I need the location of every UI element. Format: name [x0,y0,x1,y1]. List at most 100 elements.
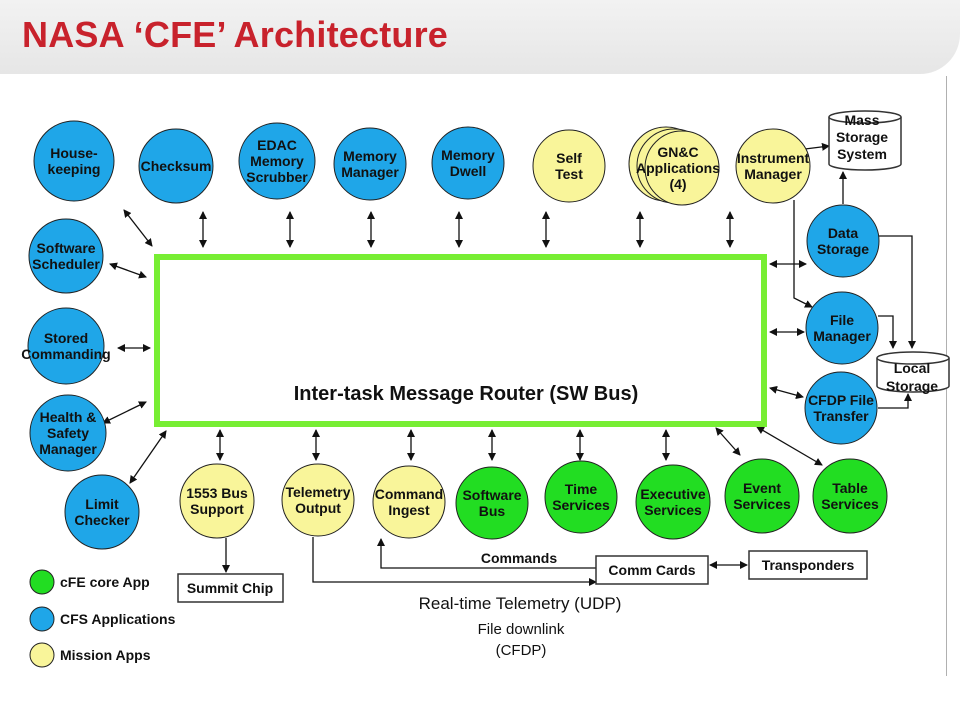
node-label: Event [743,480,781,496]
node-label: Scheduler [32,256,100,272]
connector-path [377,538,596,569]
node-label: EDAC [257,137,297,153]
node-label: Checker [74,512,130,528]
node-circle [644,130,720,206]
connector-path [878,315,897,349]
local-storage-line-2: Storage [886,378,938,394]
node-label: Stored [44,330,88,346]
node-label: Bus [479,503,506,519]
node-circle [28,218,104,294]
node-label: Test [555,166,583,182]
connector-arrow [129,430,167,484]
node-label: Software [36,240,95,256]
legend-cfs-label: CFS Applications [60,611,176,627]
connector-path [793,200,813,308]
connector-arrow [109,262,147,279]
node-label: GN&C [657,144,698,160]
legend-mission-label: Mission Apps [60,647,151,663]
node-label: Software [462,487,521,503]
summit-chip-label: Summit Chip [187,580,273,596]
node-label: Safety [47,425,89,441]
node-label: Memory [343,148,397,164]
node-circle [281,463,355,537]
commands-label: Commands [481,550,557,566]
node-circle [138,128,214,204]
connector-path [312,537,597,586]
node-circle [372,465,446,539]
node-circle [806,204,880,278]
node-circle [179,463,255,539]
node-label: Memory [250,153,304,169]
node-label: Support [190,501,244,517]
node-label: Instrument [737,150,810,166]
node-label: Manager [341,164,399,180]
mass-storage-line-2: Storage [836,129,888,145]
node-label: Output [295,500,341,516]
comm-cards-label: Comm Cards [608,562,695,578]
node-label: Data [828,225,859,241]
node-label: Services [733,496,791,512]
node-label: Table [832,480,868,496]
message-router-bus: Inter-task Message Router (SW Bus) [154,254,767,427]
node-circle [544,460,618,534]
bus-label: Inter-task Message Router (SW Bus) [294,383,639,405]
connector-path [879,235,916,349]
connectors [102,142,916,586]
node-circle [27,307,105,385]
node-circle [724,458,800,534]
node-label: Applications [636,160,720,176]
node-label: (4) [669,176,686,192]
node-circle [532,129,606,203]
node-label: Memory [441,147,495,163]
legend: cFE core App CFS Applications Mission Ap… [29,569,176,668]
node-label: Command [375,486,443,502]
node-label: Services [552,497,610,513]
legend-core-swatch [29,569,55,595]
node-label: Commanding [21,346,110,362]
node-circle [431,126,505,200]
node-circle [238,122,316,200]
node-label: Scrubber [246,169,308,185]
node-label: CFDP File [808,392,874,408]
connector-path [878,393,912,409]
node-label: Manager [39,441,97,457]
connector-arrow [769,385,804,400]
node-circle [29,394,107,472]
node-circle [33,120,115,202]
node-checksum: Checksum [138,128,214,204]
connector-arrow [123,209,153,247]
node-label: Health & [40,409,97,425]
node-label: House- [50,145,98,161]
node-label: 1553 Bus [186,485,248,501]
node-circle [805,291,879,365]
node-label: Self [556,150,582,166]
node-label: keeping [48,161,101,177]
page-title: NASA ‘CFE’ Architecture [22,14,449,55]
mass-storage-line-1: Mass [844,112,879,128]
node-label: Time [565,481,598,497]
node-circle [812,458,888,534]
comm-cards-box: Comm Cards [595,555,709,585]
connector-arrow [715,427,741,456]
node-circle [333,127,407,201]
node-label: Limit [85,496,119,512]
transponders-label: Transponders [762,557,855,573]
realtime-telemetry-label: Real-time Telemetry (UDP) [419,594,622,613]
node-label: Ingest [388,502,430,518]
legend-cfs-swatch [29,606,55,632]
